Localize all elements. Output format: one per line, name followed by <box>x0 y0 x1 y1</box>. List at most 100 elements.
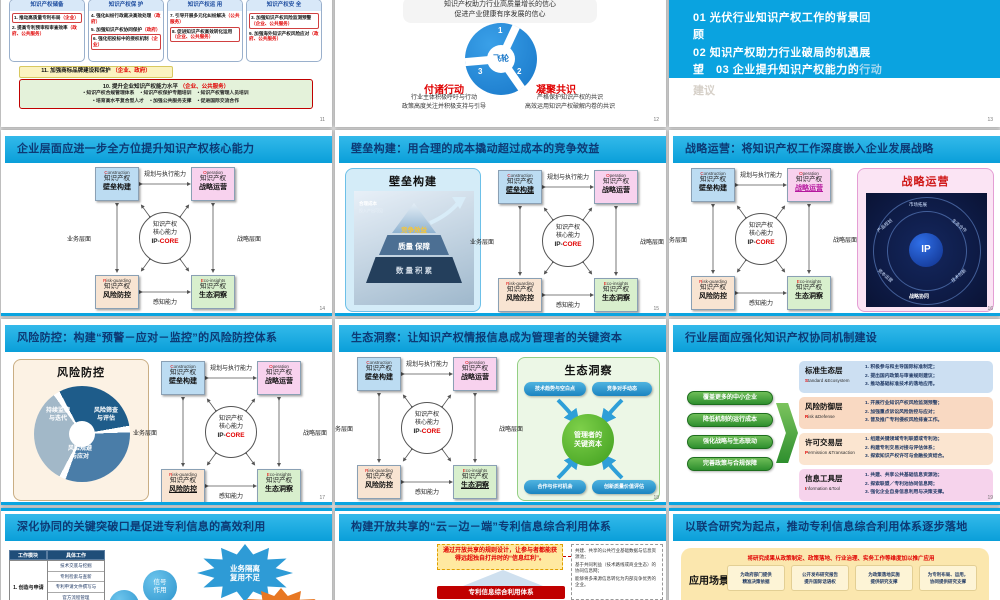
synergy-goal-pill: 强化战略与生态联动 <box>687 435 773 449</box>
ipcore-box-line1: 知识产权 <box>266 369 292 376</box>
slide-18[interactable]: 生态洞察：让知识产权情报信息成为管理者的关键资本 生态洞察 技术趋势与空白点竞争… <box>335 319 666 505</box>
ipcore-box-line1: 知识产权 <box>603 178 629 185</box>
ipcore-center-ipcore: IP-CORE <box>747 239 775 246</box>
ipcore-label-bottom: 感知能力 <box>555 303 580 309</box>
slide-top-bar <box>335 508 666 511</box>
layer-item: 1. 组建关键领域专利联盟或专利池； <box>865 437 943 442</box>
pie-segment-label: 风险规避与应对 <box>60 446 100 461</box>
application-card-line: 提升国际话语权 <box>804 579 836 584</box>
eco-panel: 生态洞察 技术趋势与空白点竞争对手动态合作与许可机会创新质量价值评估管理者的关键… <box>517 357 660 501</box>
risk-panel: 风险防控 风险筛查与评估风险规避与应对 持续监控与迭代 <box>13 359 149 501</box>
slide-15-title: 壁垒构建：用合理的成本撬动超过成本的竞争效益 <box>339 136 666 163</box>
page-number: 18 <box>653 495 659 501</box>
confidence-textbox: 知识产权助力行业高质量增长的信心促进产业健康有序发展的信心 <box>403 0 597 23</box>
slide-22-title: 以联合研究为起点，推动专利信息综合利用体系逐步落地 <box>673 514 1000 541</box>
capability-bullets-row2: • 培育高水平复合型人才 • 加强公共服务支撑 • 促进国际交流合作 <box>92 98 240 104</box>
column-header: 知识产权保 护 <box>89 0 163 11</box>
ipcore-label-top: 规划与执行能力 <box>546 175 589 181</box>
consensus-line: 严格保护知识产权的共识 <box>536 95 603 101</box>
slide-21-title: 构建开放共享的“云－边－端”专利信息综合利用体系 <box>339 514 666 541</box>
ipcore-label-bottom: 感知能力 <box>152 300 177 306</box>
pie-segment-label: 风险筛查与评估 <box>86 408 126 423</box>
ipcore-label-left: 业务层面 <box>669 238 688 244</box>
page-number: 15 <box>653 306 659 312</box>
column-header: 知识产权安 全 <box>247 0 321 11</box>
ipcore-arrows <box>518 185 618 297</box>
pie-segment-line: 与评估 <box>96 415 115 422</box>
agenda-line-3: 02 知识产权助力行业破局的机遇展 <box>693 47 871 59</box>
eco-pill: 创新质量价值评估 <box>592 480 656 494</box>
green-arrow-icon <box>776 403 798 463</box>
ipcore-box-en: Eco-insights <box>796 279 822 284</box>
starburst-line: 复用不足 <box>230 573 260 582</box>
strategy-panel-heading: 战略运营 <box>901 176 950 188</box>
application-headline: 将研究成果从政策制定、政策落地、行业治理、实务工作等维度加以推广应用 <box>747 556 935 562</box>
slide-top-bar <box>1 508 332 511</box>
pyramid-mid <box>379 235 449 255</box>
ipcore-center-ipcore: IP-CORE <box>413 428 441 435</box>
eco-center-line: 管理者的 <box>574 432 602 439</box>
measure-item: 9. 加强海外知识产权风险应对（政府、公共服务） <box>249 30 319 42</box>
slide-17-title: 风险防控：构建“预警－应对－监控”的风险防控体系 <box>5 325 332 352</box>
measure-item: 3. 加强知识产权风险监测预警（企业、公共服务） <box>249 13 319 29</box>
ipcore-label-right: 战略层面 <box>640 240 665 246</box>
ipcore-label-left: 业务层面 <box>470 240 495 246</box>
slide-15[interactable]: 壁垒构建：用合理的成本撬动超过成本的竞争效益 壁垒构建 合理成本投入产出可见竞争… <box>335 130 666 316</box>
ipcore-box-line1: 知识产权 <box>200 175 226 182</box>
table-header-cell: 工作模块 <box>9 550 47 560</box>
table-row: 官方流程管理 <box>48 593 104 600</box>
application-card: 为政策落地实施提供研究支撑 <box>855 565 913 591</box>
pyramid-label-quantity: 数 量 积 累 <box>395 266 433 275</box>
ipcore-box-line1: 知识产权 <box>462 365 488 372</box>
risk-panel-heading: 风险防控 <box>57 367 105 379</box>
slide-19-title: 行业层面应强化知识产权协同机制建设 <box>673 325 1000 352</box>
radar-label-market: 市场拓展 <box>909 202 927 207</box>
consensus-lines: 严格保护知识产权的共识高效运用知识产权破解内卷的共识 <box>495 94 645 111</box>
ipcore-box-name: 风险防控 <box>506 294 534 302</box>
action-title: 付诸行动 <box>424 85 464 96</box>
ipcore-label-left: 业务层面 <box>335 427 354 433</box>
page-number: 11 <box>319 117 325 123</box>
measure-item: 4. 强化纠纷行政裁决高效处理（政府） <box>91 13 161 24</box>
ipcore-box-en: Construction <box>507 173 533 178</box>
ipcore-box-en: Risk-guarding <box>699 279 727 284</box>
ipcore-box-line1: 知识产权 <box>462 473 488 480</box>
note-line: 基于共同利益（技术路线或商业生态）的协同信息网； <box>575 562 656 573</box>
ipcore-box-name: 生态洞察 <box>795 292 823 300</box>
ipcore-label-right: 战略层面 <box>237 237 262 243</box>
ipcore-box-line1: 知识产权 <box>366 473 392 480</box>
slide-22[interactable]: 以联合研究为起点，推动专利信息综合利用体系逐步落地 将研究成果从政策制定、政策落… <box>669 508 1000 600</box>
pie-segment-line: 与迭代 <box>48 415 67 422</box>
layer-name-cn: 信息工具层 <box>805 474 843 483</box>
slide-19[interactable]: 行业层面应强化知识产权协同机制建设 覆盖更多的中小企业降低机制的运行成本强化战略… <box>669 319 1000 505</box>
ipcore-label-top: 规划与执行能力 <box>143 172 186 178</box>
ipcore-box-en: Risk-guarding <box>365 468 393 473</box>
system-red-band: 专利信息综合利用体系 <box>437 586 565 599</box>
ipcore-box-name: 壁垒构建 <box>699 184 727 192</box>
pie-segment-label: 持续监控与迭代 <box>38 408 78 423</box>
signal-circle-line: 作用 <box>153 587 167 594</box>
ipcore-center-line: 核心能力 <box>152 229 177 236</box>
ipcore-arrows <box>181 376 281 488</box>
agenda-line-1: 01 光伏行业知识产权工作的背景回 <box>693 12 871 24</box>
slide-footer-bar <box>1 313 332 316</box>
slide-17[interactable]: 风险防控：构建“预警－应对－监控”的风险防控体系 风险防控 风险筛查与评估风险规… <box>1 319 332 505</box>
slide-21[interactable]: 构建开放共享的“云－边－端”专利信息综合利用体系 通过开放共享的规则设计，让参与… <box>335 508 666 600</box>
